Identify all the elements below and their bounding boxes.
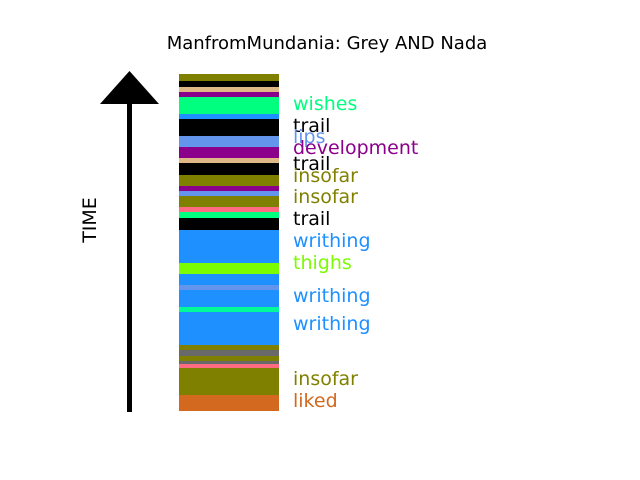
stack-segment [179,191,279,196]
stack-segment [179,207,279,212]
segment-label: insofar [293,186,358,208]
stack-segment [179,147,279,158]
y-axis-label: TIME [79,197,101,244]
time-arrow-head [100,71,159,104]
stack-segment [179,212,279,218]
stack-segment [179,97,279,114]
stack-segment [179,345,279,350]
segment-label: insofar [293,165,358,187]
event-stack [179,74,279,411]
segment-label: wishes [293,93,357,115]
segment-label: lips [293,126,326,148]
stack-segment [179,361,279,364]
stack-segment [179,290,279,307]
stack-segment [179,368,279,395]
segment-label: insofar [293,368,358,390]
stack-segment [179,312,279,345]
stack-segment [179,307,279,312]
stack-segment [179,81,279,87]
chart-title: ManfromMundania: Grey AND Nada [167,33,488,54]
stack-segment [179,163,279,175]
stack-segment [179,285,279,290]
event-labels: wishestraillipsdevelopmenttrailinsofarin… [293,93,418,412]
segment-label: writhing [293,313,371,335]
stack-segment [179,356,279,361]
stack-segment [179,263,279,274]
segment-label: thighs [293,252,352,274]
stack-segment [179,350,279,356]
segment-label: trail [293,208,330,230]
segment-label: development [293,137,418,159]
stack-segment [179,175,279,186]
segment-label: writhing [293,230,371,252]
stack-segment [179,218,279,230]
stack-segment [179,186,279,191]
stack-segment [179,74,279,81]
stack-segment [179,196,279,207]
stack-segment [179,119,279,136]
stack-segment [179,87,279,92]
stack-segment [179,364,279,368]
stack-segment [179,274,279,285]
stack-segment [179,136,279,147]
segment-label: trail [293,153,330,175]
segment-label: writhing [293,285,371,307]
stack-segment [179,114,279,119]
stack-segment [179,92,279,97]
segment-label: trail [293,115,330,137]
segment-label: liked [293,390,338,412]
stack-segment [179,230,279,263]
stack-segment [179,395,279,411]
stack-segment [179,158,279,163]
